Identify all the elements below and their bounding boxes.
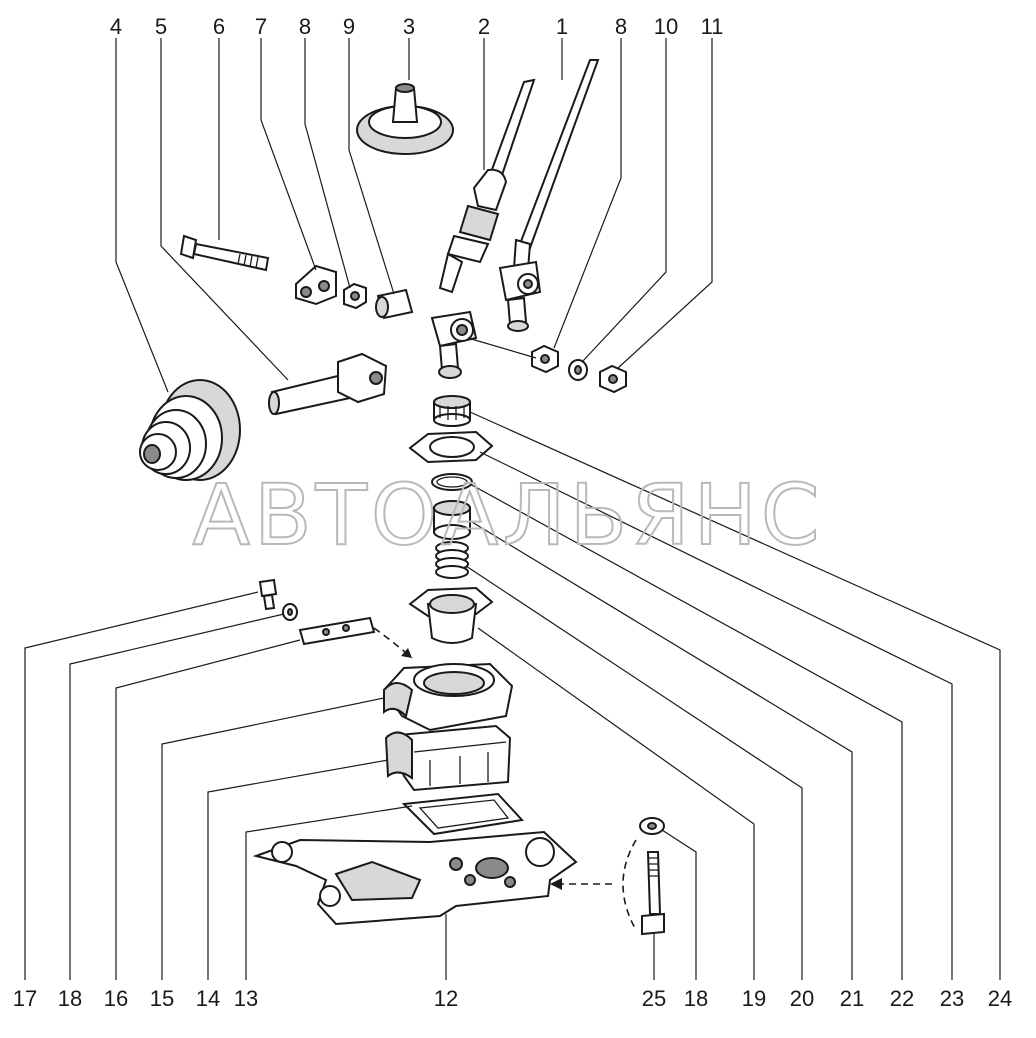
leader-14 (207, 759, 389, 980)
callout-20: 20 (790, 986, 814, 1011)
leader-19 (477, 627, 755, 980)
part-lock-nut (599, 364, 627, 394)
leader-lines (24, 38, 1001, 980)
watermark-text: АВТОАЛЬЯНС (193, 466, 824, 564)
callout-2: 2 (478, 14, 490, 39)
callout-7: 7 (255, 14, 267, 39)
leader-22 (469, 483, 903, 980)
callout-18-right: 18 (684, 986, 708, 1011)
callout-17: 17 (13, 986, 37, 1011)
leader-8r (467, 38, 622, 359)
leader-8l (304, 38, 351, 289)
bottom-callouts: 17 18 16 15 14 13 12 25 18 19 20 21 22 2… (13, 986, 1012, 1011)
part-nut-left (343, 282, 367, 310)
leader-10 (581, 38, 667, 363)
part-base-plate (252, 830, 578, 926)
callout-25: 25 (642, 986, 666, 1011)
part-screw (258, 578, 278, 611)
callout-5: 5 (155, 14, 167, 39)
part-guide-cup (408, 586, 494, 644)
part-flange-gasket (408, 430, 494, 464)
part-shift-rod (268, 352, 388, 416)
callout-12: 12 (434, 986, 458, 1011)
leader-20 (465, 565, 803, 980)
leader-16 (115, 639, 301, 980)
part-nut-right (531, 344, 559, 374)
leader-11 (617, 38, 713, 369)
callout-14: 14 (196, 986, 220, 1011)
part-gear-lever (430, 78, 536, 379)
part-lower-housing (384, 724, 512, 792)
callout-18-left: 18 (58, 986, 82, 1011)
part-spring (435, 541, 469, 579)
part-bolt (179, 234, 270, 272)
leader-17 (24, 591, 259, 980)
part-snap-ring (431, 473, 473, 491)
callout-16: 16 (104, 986, 128, 1011)
callout-19: 19 (742, 986, 766, 1011)
part-lever-right (498, 59, 600, 332)
leader-9 (348, 38, 395, 295)
top-callouts: 4 5 6 7 8 9 3 2 1 8 10 11 (110, 14, 724, 39)
part-small-washer (282, 603, 298, 621)
part-latch (298, 616, 376, 646)
part-upper-housing (382, 662, 514, 732)
part-washer-right (639, 817, 665, 835)
callout-11: 11 (701, 14, 724, 39)
callout-15: 15 (150, 986, 174, 1011)
part-washer (568, 359, 588, 381)
part-bellows-boot (139, 379, 241, 481)
part-gasket (401, 792, 525, 836)
leader-15 (161, 697, 385, 980)
leader-5 (160, 38, 289, 381)
part-bracket (295, 264, 337, 306)
callout-9: 9 (343, 14, 355, 39)
callout-22: 22 (890, 986, 914, 1011)
assembly-arrow-plate (550, 839, 637, 931)
leader-21 (471, 521, 853, 980)
callout-21: 21 (840, 986, 864, 1011)
leader-13 (245, 805, 413, 980)
leader-7 (260, 38, 317, 271)
leader-23 (479, 451, 953, 980)
callout-8-left: 8 (299, 14, 311, 39)
callout-24: 24 (988, 986, 1012, 1011)
callout-8-right: 8 (615, 14, 627, 39)
leader-18l (69, 613, 285, 980)
assembly-arrow-latch (373, 627, 413, 659)
part-sleeve (433, 500, 471, 540)
leader-24 (469, 411, 1001, 980)
callout-3: 3 (403, 14, 415, 39)
leader-18r (661, 829, 697, 980)
part-bearing (433, 395, 471, 427)
part-boot-upper (356, 83, 454, 155)
callout-23: 23 (940, 986, 964, 1011)
callout-1: 1 (556, 14, 568, 39)
callout-13: 13 (234, 986, 258, 1011)
callout-10: 10 (654, 14, 678, 39)
part-bushing (375, 288, 414, 320)
callout-4: 4 (110, 14, 122, 39)
part-long-bolt (641, 851, 665, 936)
callout-6: 6 (213, 14, 225, 39)
leader-4 (115, 38, 169, 393)
